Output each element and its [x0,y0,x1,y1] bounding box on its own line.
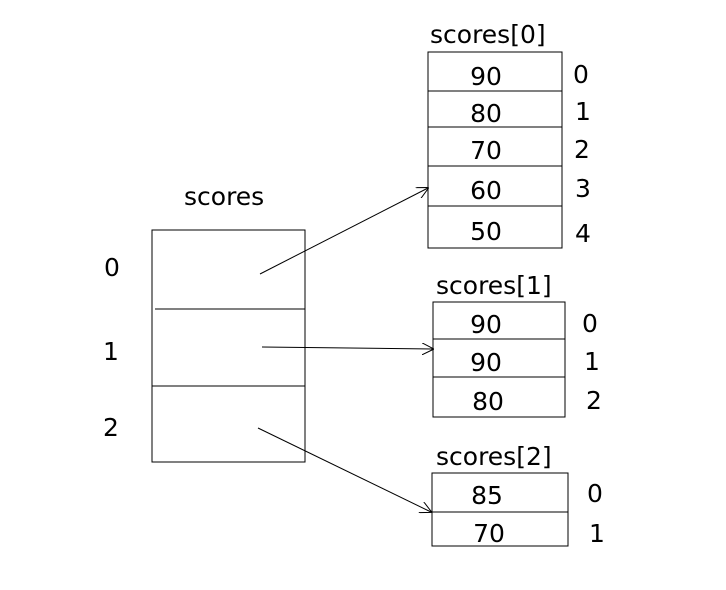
inner-array-1-label: scores[1] [436,271,552,300]
inner-1-value-0: 90 [470,310,502,339]
inner-2-index-0: 0 [587,479,603,508]
inner-1-index-2: 2 [586,386,602,415]
inner-0-index-4: 4 [575,219,591,248]
outer-array-box [151,229,306,463]
inner-0-value-0: 90 [470,62,502,91]
inner-1-value-1: 90 [470,348,502,377]
inner-2-value-1: 70 [473,519,505,548]
inner-0-index-2: 2 [574,135,590,164]
arrow-2-to-scores2 [257,427,431,512]
inner-1-value-2: 80 [472,387,504,416]
arrow-1-to-scores1 [261,347,433,349]
inner-1-index-0: 0 [582,309,598,338]
inner-array-0-box [427,51,563,249]
inner-0-value-2: 70 [470,136,502,165]
inner-0-index-1: 1 [575,97,591,126]
inner-array-2-label: scores[2] [436,442,552,471]
inner-array-1-box [432,301,566,418]
inner-array-0-label: scores[0] [430,20,546,49]
outer-index-2: 2 [103,413,119,442]
arrow-0-to-scores0 [259,188,428,275]
inner-0-value-4: 50 [470,217,502,246]
inner-0-index-3: 3 [575,174,591,203]
inner-0-value-1: 80 [470,99,502,128]
inner-1-index-1: 1 [584,347,600,376]
inner-0-index-0: 0 [573,60,589,89]
inner-0-value-3: 60 [470,176,502,205]
inner-2-value-0: 85 [471,481,503,510]
outer-index-1: 1 [103,337,119,366]
outer-array-label: scores [184,182,265,211]
outer-index-0: 0 [104,253,120,282]
inner-2-index-1: 1 [589,519,605,548]
